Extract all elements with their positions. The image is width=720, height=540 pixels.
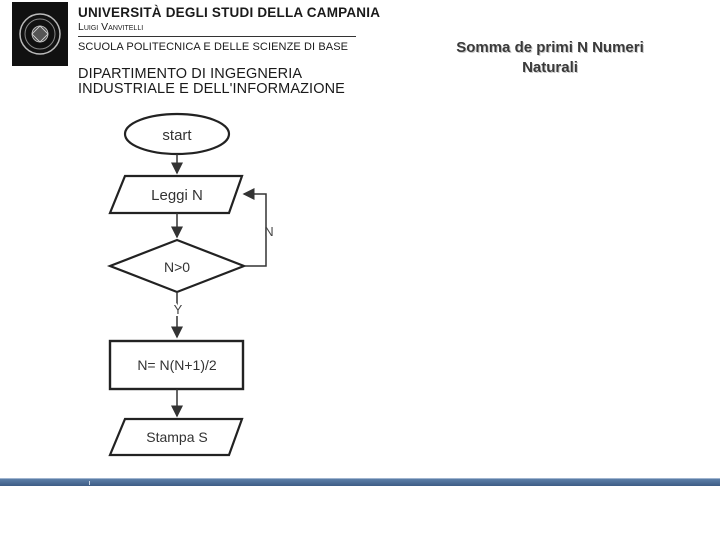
slide-title-line-2: Naturali — [522, 59, 578, 76]
flowchart-diagram: start Leggi N N>0 N Y N= N(N+1)/2 Stampa… — [106, 112, 274, 457]
decision-label: N>0 — [164, 259, 190, 275]
read-input-label: Leggi N — [151, 187, 203, 204]
header-divider — [78, 36, 356, 37]
slide-title-line-1: Somma de primi N Numeri — [456, 39, 644, 56]
output-label: Stampa S — [146, 429, 207, 445]
footer-bar-tick — [89, 481, 90, 485]
process-label: N= N(N+1)/2 — [137, 357, 217, 373]
school-name: SCUOLA POLITECNICA E DELLE SCIENZE DI BA… — [78, 41, 349, 53]
university-subtitle: Luigi Vanvitelli — [78, 21, 144, 33]
department-line-1: DIPARTIMENTO DI INGEGNERIA — [78, 66, 303, 82]
output-node — [108, 417, 244, 457]
slide-title: Somma de primi N Numeri Naturali — [385, 38, 715, 78]
university-header: UNIVERSITÀ DEGLI STUDI DELLA CAMPANIA Lu… — [78, 5, 381, 54]
footer-bar — [0, 478, 720, 486]
loop-no-back-to-read — [242, 188, 267, 267]
read-input-node — [108, 174, 244, 215]
department-line-2: INDUSTRIALE E DELL'INFORMAZIONE — [78, 81, 345, 97]
university-name: UNIVERSITÀ DEGLI STUDI DELLA CAMPANIA — [78, 5, 381, 20]
department-name: DIPARTIMENTO DI INGEGNERIA INDUSTRIALE E… — [78, 67, 345, 97]
university-seal-logo — [12, 2, 68, 66]
no-branch-label: N — [264, 224, 273, 239]
yes-branch-label: Y — [174, 302, 183, 317]
start-label: start — [162, 127, 192, 144]
